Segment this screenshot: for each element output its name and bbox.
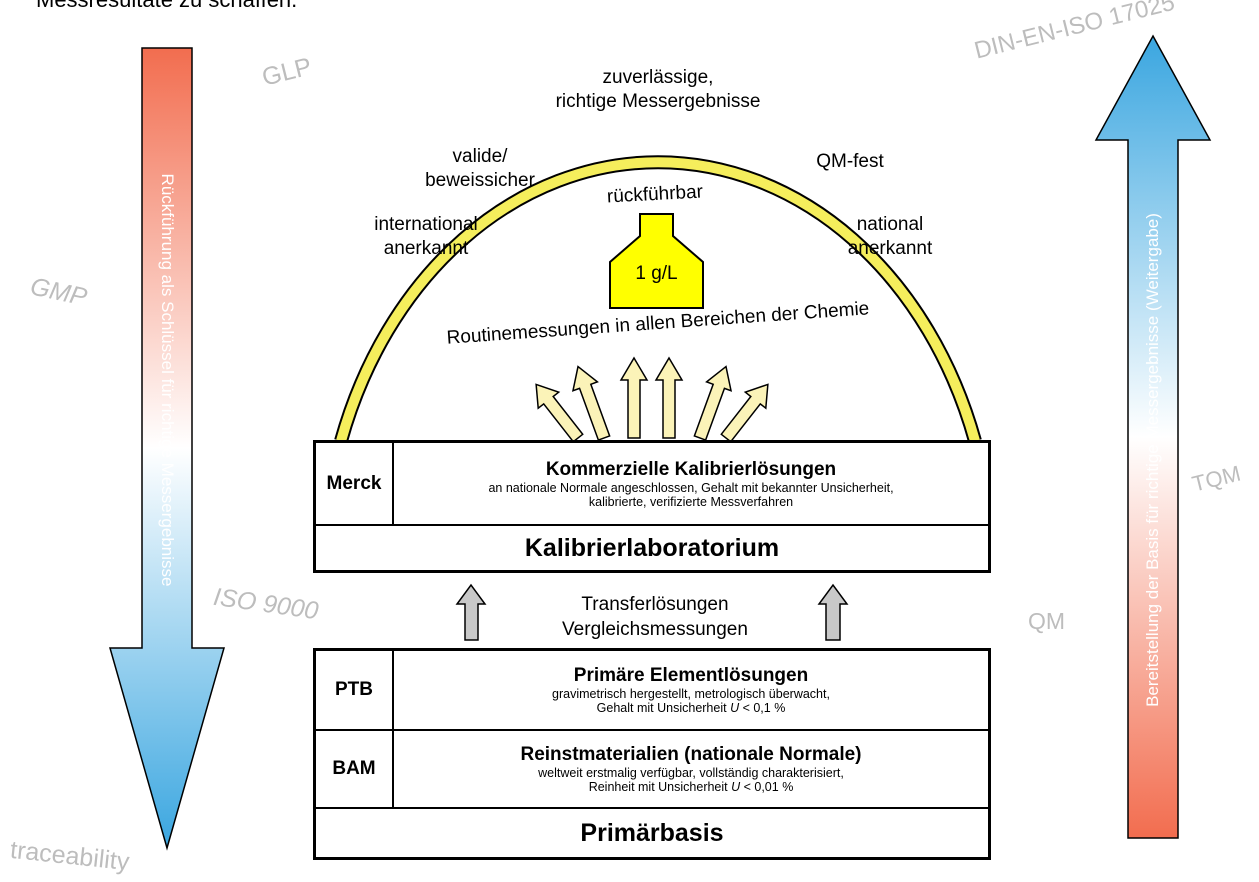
left-traceability-arrow — [109, 47, 225, 851]
commercial-solutions-cell: Kommerzielle Kalibrierlösungen an nation… — [394, 443, 988, 526]
primary-element-solutions-title: Primäre Elementlösungen — [573, 665, 809, 686]
pure-materials-desc-1: weltweit erstmalig verfügbar, vollständi… — [538, 766, 844, 780]
header-text: Messresultate zu schaffen. — [36, 0, 297, 13]
primary-element-solutions-desc-2: Gehalt mit Unsicherheit U < 0,1 % — [596, 701, 786, 715]
commercial-solutions-title: Kommerzielle Kalibrierlösungen — [545, 458, 837, 480]
bottle-label: 1 g/L — [635, 263, 678, 284]
calibration-lab-title-cell: Kalibrierlaboratorium — [316, 526, 988, 570]
primary-basis-title-cell: Primärbasis — [316, 809, 988, 857]
bottle-icon — [609, 213, 704, 309]
dome-international-label: international anerkannt — [374, 214, 478, 259]
pure-materials-cell: Reinstmaterialien (nationale Normale) we… — [394, 731, 988, 809]
dome-national-label: national anerkannt — [847, 214, 933, 259]
ptb-label: PTB — [335, 679, 373, 700]
dome-top-label: zuverlässige, richtige Messergebnisse — [555, 67, 761, 112]
right-arrow-text: Bereitstellung der Basis für richtige Me… — [1143, 213, 1162, 707]
merck-label: Merck — [326, 472, 382, 494]
pure-materials-desc-2: Reinheit mit Unsicherheit U < 0,01 % — [588, 780, 794, 794]
primary-basis-box: PTB Primäre Elementlösungen gravimetrisc… — [313, 648, 991, 860]
dome-valid-label: valide/ beweissicher — [425, 146, 535, 191]
commercial-solutions-desc-2: kalibrierte, verifizierte Messverfahren — [588, 494, 794, 509]
primary-basis-title: Primärbasis — [580, 818, 724, 847]
transfer-label: Transferlösungen Vergleichsmessungen — [562, 594, 748, 640]
merck-cell: Merck — [316, 443, 394, 526]
calibration-lab-title: Kalibrierlaboratorium — [524, 533, 780, 562]
routine-arrows — [535, 356, 769, 443]
bam-label: BAM — [332, 758, 376, 779]
pure-materials-title: Reinstmaterialien (nationale Normale) — [520, 744, 862, 765]
right-provision-arrow — [1094, 34, 1212, 839]
primary-element-solutions-desc-1: gravimetrisch hergestellt, metrologisch … — [552, 687, 830, 701]
commercial-solutions-desc-1: an nationale Normale angeschlossen, Geha… — [488, 480, 894, 495]
bam-cell: BAM — [316, 731, 394, 809]
transfer-arrows — [455, 583, 849, 641]
dome-qm-label: QM-fest — [816, 151, 884, 172]
ptb-cell: PTB — [316, 651, 394, 731]
calibration-lab-box: Merck Kommerzielle Kalibrierlösungen an … — [313, 440, 991, 573]
left-arrow-text: Rückführung als Schlüssel für richtige M… — [158, 173, 177, 587]
primary-element-solutions-cell: Primäre Elementlösungen gravimetrisch he… — [394, 651, 988, 731]
watermark-qm: QM — [1028, 608, 1066, 634]
